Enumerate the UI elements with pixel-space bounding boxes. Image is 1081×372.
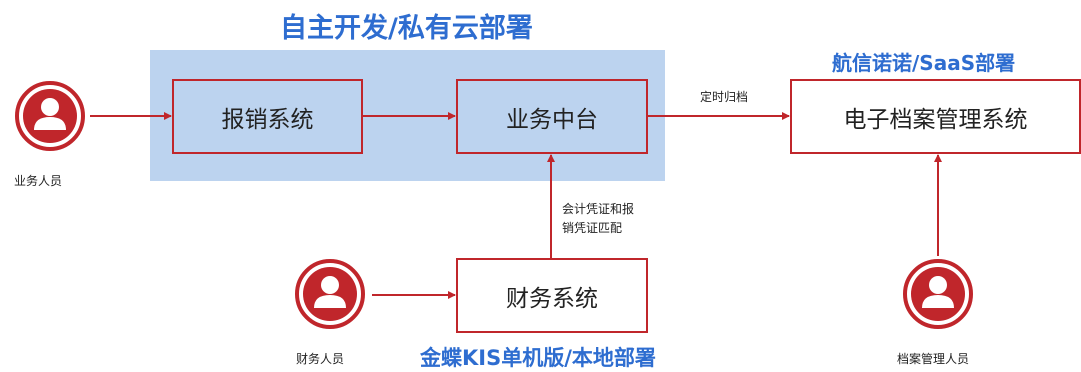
private-cloud-title: 自主开发/私有云部署 <box>280 13 533 44</box>
voucher-match-line2: 销凭证匹配 <box>562 221 623 235</box>
archive-user-label: 档案管理人员 <box>897 352 970 366</box>
finance-user-person-icon <box>294 258 366 330</box>
kis-title: 金蝶KIS单机版/本地部署 <box>420 346 656 370</box>
business-user-person-icon <box>14 80 86 152</box>
voucher-match-line1: 会计凭证和报 <box>562 202 635 216</box>
middle-platform-box: 业务中台 <box>456 79 648 154</box>
voucher-match-label: 会计凭证和报 销凭证匹配 <box>562 200 634 238</box>
archive-system-box: 电子档案管理系统 <box>790 79 1081 154</box>
reimbursement-system-box: 报销系统 <box>172 79 363 154</box>
saas-title: 航信诺诺/SaaS部署 <box>832 51 1016 75</box>
finance-system-box: 财务系统 <box>456 258 648 333</box>
scheduled-archive-label: 定时归档 <box>700 90 749 104</box>
archive-user-person-icon <box>902 258 974 330</box>
business-user-label: 业务人员 <box>14 174 63 188</box>
finance-user-label: 财务人员 <box>296 352 345 366</box>
